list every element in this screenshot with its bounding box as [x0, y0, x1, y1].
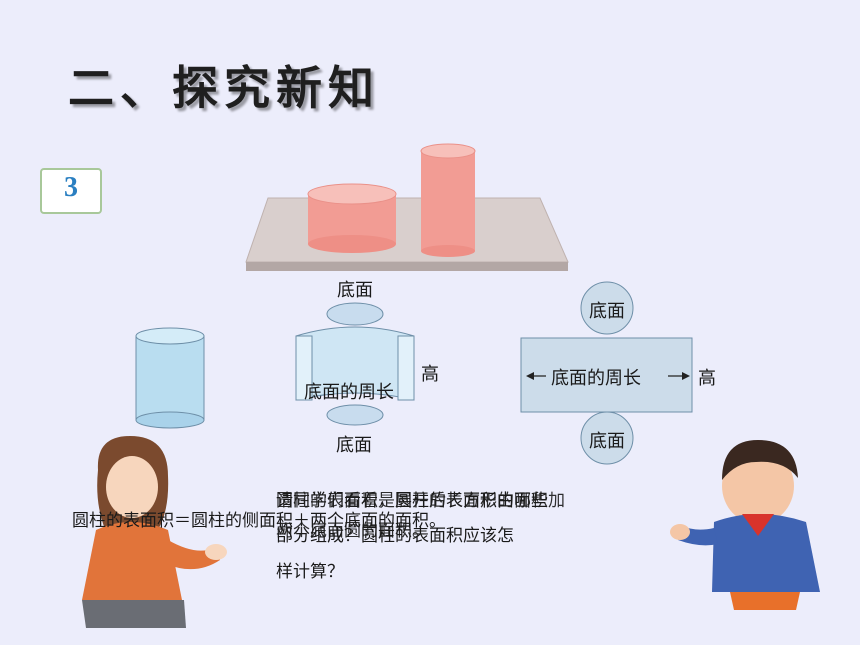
question-line-3: 样计算？	[276, 562, 344, 582]
blue-cylinder	[135, 327, 205, 429]
example-number: 3	[64, 172, 78, 203]
net-circumference-label: 底面的周长	[551, 368, 641, 389]
net-height-label: 高	[698, 368, 716, 389]
boy-figure	[670, 440, 820, 610]
surface-area-formula: 圆柱的表面积＝圆柱的侧面积＋两个底面的面积。	[72, 511, 446, 531]
net-base-label-top: 底面	[589, 301, 625, 322]
girl-figure	[82, 436, 227, 628]
circumference-label: 底面的周长	[304, 382, 394, 403]
base-label-bottom: 底面	[336, 435, 372, 456]
answer-line-1: 圆柱的表面积是展开后长方形的面积加	[276, 491, 565, 511]
height-label: 高	[421, 364, 439, 385]
net-base-label-bottom: 底面	[589, 431, 625, 452]
base-label-top: 底面	[337, 280, 373, 301]
question-line-2: 部分组成？圆柱的表面积应该怎	[276, 526, 514, 546]
answer-line-2: 两个底面圆的面积。	[276, 521, 429, 541]
page-title: 二、探究新知	[68, 61, 380, 115]
cylinder-net	[520, 281, 693, 465]
example-number-badge: 3	[40, 168, 102, 214]
platform-board	[245, 197, 569, 271]
tall-cylinder	[420, 143, 476, 257]
question-line-1: 请同学们看看，圆柱的表面积由哪些	[276, 491, 548, 511]
unrolling-cylinder	[295, 302, 415, 426]
short-cylinder	[307, 183, 397, 253]
